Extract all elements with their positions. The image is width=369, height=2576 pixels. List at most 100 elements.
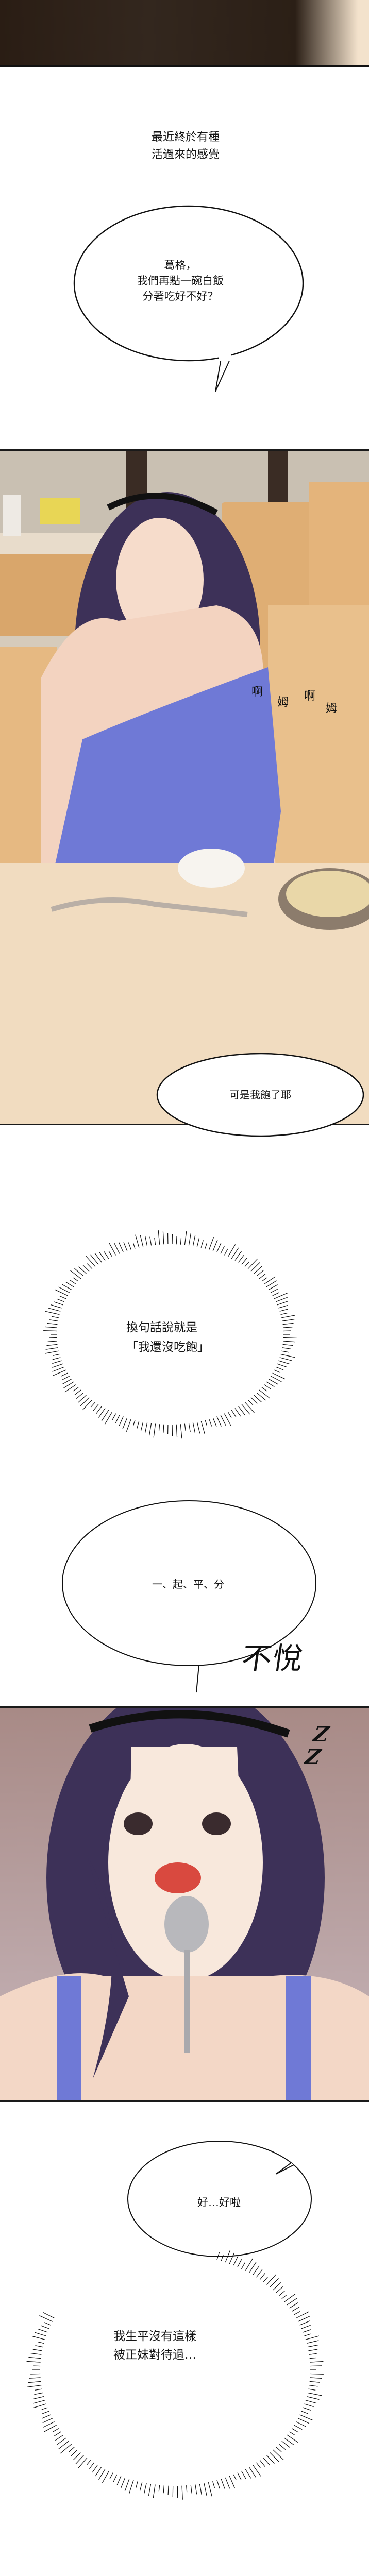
speed-line <box>108 1251 113 1257</box>
speed-line <box>275 1366 284 1370</box>
speed-line <box>209 1419 212 1427</box>
speed-line <box>153 1423 156 1438</box>
speed-line <box>244 1402 255 1413</box>
speed-line <box>304 2403 314 2408</box>
speed-line <box>241 2470 246 2480</box>
speed-line <box>266 1280 277 1287</box>
speed-line <box>256 2269 263 2278</box>
speed-line <box>301 2411 308 2414</box>
speed-line <box>48 1308 61 1312</box>
speed-line <box>38 2328 48 2333</box>
speed-line <box>42 2312 55 2319</box>
speed-line <box>263 2458 270 2466</box>
speed-line <box>64 1384 76 1393</box>
speed-line <box>281 1315 295 1318</box>
thought-burst-not-full-text: 換句話說就是 「我還沒吃飽」 <box>126 1321 209 1354</box>
speed-line <box>116 2476 122 2485</box>
speed-line <box>76 1392 84 1399</box>
speed-line <box>52 1363 63 1368</box>
speed-line <box>190 2485 192 2494</box>
speed-line <box>245 2258 254 2271</box>
speed-line <box>51 1316 59 1318</box>
speed-line <box>277 1301 288 1306</box>
speed-line <box>63 1381 74 1388</box>
speed-line <box>261 1277 267 1282</box>
speed-line <box>220 1245 225 1254</box>
speed-line <box>280 1313 288 1315</box>
speed-line <box>34 2392 43 2395</box>
speech-bubble-split <box>62 1500 316 1693</box>
speed-line <box>55 1289 68 1296</box>
speed-line <box>234 1408 241 1417</box>
speed-line <box>278 2444 286 2450</box>
speed-line <box>244 1261 250 1267</box>
speed-line <box>35 2332 46 2336</box>
speed-line <box>47 1341 57 1342</box>
speed-line <box>296 2421 306 2427</box>
speed-line <box>266 2274 277 2285</box>
speed-line <box>212 1240 218 1251</box>
speed-line <box>132 1420 136 1427</box>
speed-line <box>233 2474 237 2481</box>
speed-line <box>52 1360 62 1364</box>
speed-line <box>113 2474 118 2482</box>
speed-line <box>80 1397 90 1406</box>
speed-line <box>61 1372 68 1377</box>
speed-line <box>282 1319 295 1321</box>
speed-line <box>180 1238 182 1245</box>
speech-bubble-okay <box>127 2141 312 2257</box>
speed-line <box>234 1251 242 1261</box>
speed-line <box>305 2335 320 2340</box>
speed-line <box>144 2483 147 2494</box>
speed-line <box>216 2252 220 2260</box>
speed-line <box>144 1235 148 1246</box>
speed-line <box>196 1238 200 1247</box>
speed-line <box>92 2464 98 2473</box>
speed-line <box>224 1413 231 1426</box>
speed-line <box>204 2483 207 2496</box>
speed-line <box>33 2403 46 2409</box>
speed-line <box>279 1309 288 1312</box>
speed-line <box>309 2385 318 2387</box>
closeup-illustration <box>0 1708 369 2100</box>
speed-line <box>188 1423 191 1432</box>
speed-line <box>220 1415 227 1427</box>
speed-line <box>247 1399 254 1405</box>
speed-line <box>216 2480 220 2489</box>
speed-line <box>43 2421 55 2428</box>
speed-line <box>227 1244 236 1257</box>
speed-line <box>241 1404 250 1415</box>
speed-line <box>270 2278 279 2288</box>
speed-line <box>123 1242 128 1251</box>
speed-line <box>144 1422 148 1434</box>
speed-line <box>73 1387 79 1392</box>
speed-line <box>113 1242 120 1254</box>
speed-line <box>227 1412 232 1418</box>
speed-line <box>283 1327 293 1328</box>
speed-line <box>41 2411 49 2414</box>
speed-line <box>115 1415 120 1423</box>
speed-line <box>268 1284 278 1290</box>
speed-line <box>184 1231 187 1245</box>
speed-line <box>167 2485 169 2495</box>
speed-line <box>78 2458 88 2468</box>
speech-bubble-rice-text: 葛格， 我們再點一碗白飯 分著吃好不好？ <box>137 259 224 302</box>
speed-line <box>294 2311 301 2315</box>
speed-line <box>310 2361 324 2363</box>
restaurant-illustration <box>0 451 369 1124</box>
speed-line <box>90 1254 99 1265</box>
speed-line <box>148 2484 152 2496</box>
speed-line <box>252 2265 260 2276</box>
speed-line <box>42 2418 53 2424</box>
speed-line <box>53 2428 59 2432</box>
speed-line <box>119 1242 124 1252</box>
speed-line <box>56 2437 66 2445</box>
speed-line <box>225 2477 230 2489</box>
speed-line <box>82 1399 93 1411</box>
speed-line <box>264 1276 276 1284</box>
speed-line <box>128 2480 134 2494</box>
speed-line <box>241 2262 245 2269</box>
speed-line <box>296 2311 309 2319</box>
speed-line <box>266 1381 275 1387</box>
speed-line <box>39 2315 53 2322</box>
